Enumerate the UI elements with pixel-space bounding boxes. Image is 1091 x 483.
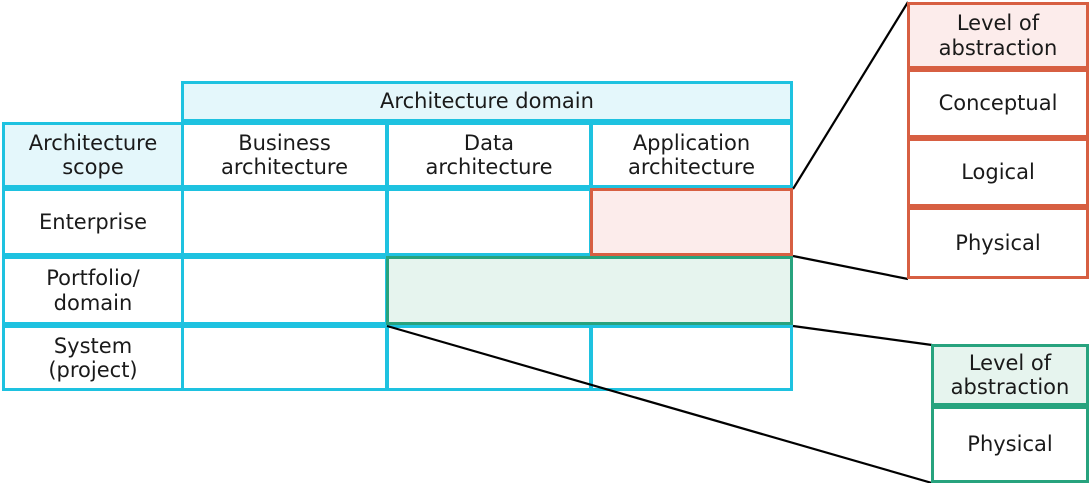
panel-abstraction-levels-full-header: Level of abstraction bbox=[907, 2, 1089, 69]
cell-enterprise-business bbox=[181, 188, 388, 256]
panel-item-conceptual: Conceptual bbox=[907, 69, 1089, 138]
cell-enterprise-data bbox=[386, 188, 592, 256]
connector-enterprise-app-to-panel-top bbox=[792, 1, 909, 190]
highlight-enterprise-application bbox=[590, 188, 793, 256]
highlight-portfolio-data-application bbox=[386, 256, 793, 325]
cell-system-application bbox=[590, 325, 793, 391]
panel-item-physical-only: Physical bbox=[931, 406, 1089, 483]
panel-item-logical: Logical bbox=[907, 138, 1089, 207]
row-header-portfolio-domain: Portfolio/ domain bbox=[2, 256, 184, 325]
connector-band-to-green-panel-top bbox=[792, 324, 933, 347]
cell-portfolio-business bbox=[181, 256, 388, 325]
connector-enterprise-app-to-panel-bottom bbox=[792, 254, 909, 281]
architecture-scope-header: Architecture scope bbox=[2, 122, 184, 188]
row-header-enterprise: Enterprise bbox=[2, 188, 184, 256]
column-header-data-architecture: Data architecture bbox=[386, 122, 592, 188]
column-header-application-architecture: Application architecture bbox=[590, 122, 793, 188]
panel-abstraction-levels-physical-header: Level of abstraction bbox=[931, 344, 1089, 406]
cell-system-data bbox=[386, 325, 592, 391]
architecture-domain-header: Architecture domain bbox=[181, 81, 793, 122]
row-header-system-project: System (project) bbox=[2, 325, 184, 391]
column-header-business-architecture: Business architecture bbox=[181, 122, 388, 188]
panel-item-physical: Physical bbox=[907, 207, 1089, 279]
cell-system-business bbox=[181, 325, 388, 391]
